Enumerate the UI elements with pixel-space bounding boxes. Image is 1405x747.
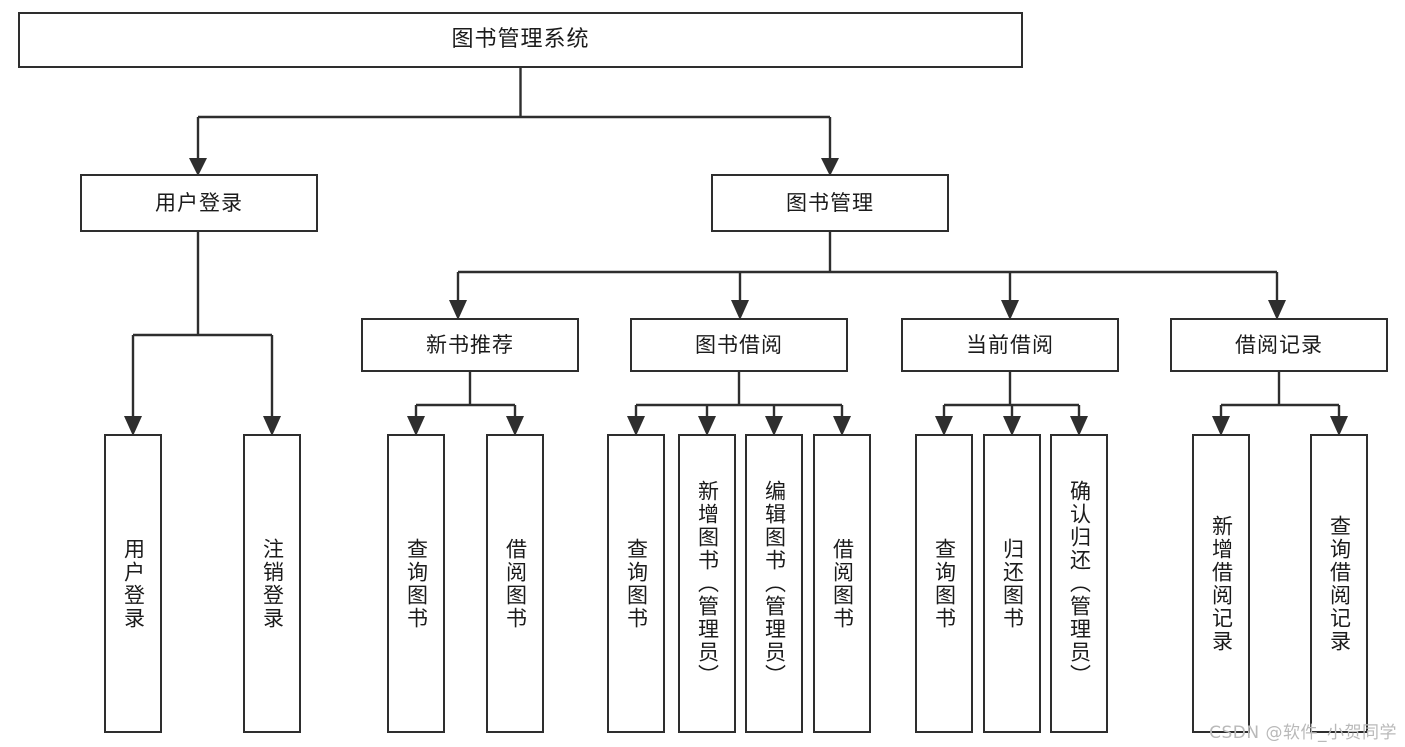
node-leaf-add-book[interactable]: 新增图书（管理员） [678, 434, 736, 733]
node-book-borrow[interactable]: 图书借阅 [630, 318, 848, 372]
node-leaf-query-book-1[interactable]: 查询图书 [387, 434, 445, 733]
node-leaf-return-book-label: 归还图书 [1000, 537, 1025, 630]
node-book-borrow-label: 图书借阅 [695, 332, 783, 357]
node-borrow-record-label: 借阅记录 [1235, 332, 1323, 357]
node-current-borrow-label: 当前借阅 [966, 332, 1054, 357]
node-user-login-label: 用户登录 [155, 190, 243, 215]
node-leaf-user-login-label: 用户登录 [121, 537, 146, 630]
node-leaf-query-record[interactable]: 查询借阅记录 [1310, 434, 1368, 733]
node-leaf-return-book[interactable]: 归还图书 [983, 434, 1041, 733]
node-leaf-confirm-return-label: 确认归还（管理员） [1067, 480, 1092, 687]
node-user-login[interactable]: 用户登录 [80, 174, 318, 232]
node-leaf-add-record[interactable]: 新增借阅记录 [1192, 434, 1250, 733]
watermark: CSDN @软件_小贺同学 [1209, 723, 1397, 743]
node-leaf-query-book-3[interactable]: 查询图书 [915, 434, 973, 733]
node-borrow-record[interactable]: 借阅记录 [1170, 318, 1388, 372]
node-leaf-query-book-2-label: 查询图书 [624, 537, 649, 630]
node-leaf-borrow-book-1[interactable]: 借阅图书 [486, 434, 544, 733]
node-leaf-borrow-book-2[interactable]: 借阅图书 [813, 434, 871, 733]
node-leaf-edit-book[interactable]: 编辑图书（管理员） [745, 434, 803, 733]
node-leaf-query-book-1-label: 查询图书 [404, 537, 429, 630]
node-leaf-query-record-label: 查询借阅记录 [1327, 514, 1352, 653]
node-leaf-user-login[interactable]: 用户登录 [104, 434, 162, 733]
node-leaf-add-book-label: 新增图书（管理员） [695, 480, 720, 687]
node-leaf-edit-book-label: 编辑图书（管理员） [762, 480, 787, 687]
node-book-manage[interactable]: 图书管理 [711, 174, 949, 232]
node-new-book-rec-label: 新书推荐 [426, 332, 514, 357]
node-current-borrow[interactable]: 当前借阅 [901, 318, 1119, 372]
node-leaf-borrow-book-2-label: 借阅图书 [830, 537, 855, 630]
node-leaf-logout[interactable]: 注销登录 [243, 434, 301, 733]
node-leaf-query-book-3-label: 查询图书 [932, 537, 957, 630]
node-leaf-query-book-2[interactable]: 查询图书 [607, 434, 665, 733]
node-book-manage-label: 图书管理 [786, 190, 874, 215]
node-root[interactable]: 图书管理系统 [18, 12, 1023, 68]
node-new-book-rec[interactable]: 新书推荐 [361, 318, 579, 372]
node-root-label: 图书管理系统 [451, 27, 590, 53]
node-leaf-confirm-return[interactable]: 确认归还（管理员） [1050, 434, 1108, 733]
node-leaf-borrow-book-1-label: 借阅图书 [503, 537, 528, 630]
node-leaf-logout-label: 注销登录 [260, 537, 285, 630]
node-leaf-add-record-label: 新增借阅记录 [1209, 514, 1234, 653]
